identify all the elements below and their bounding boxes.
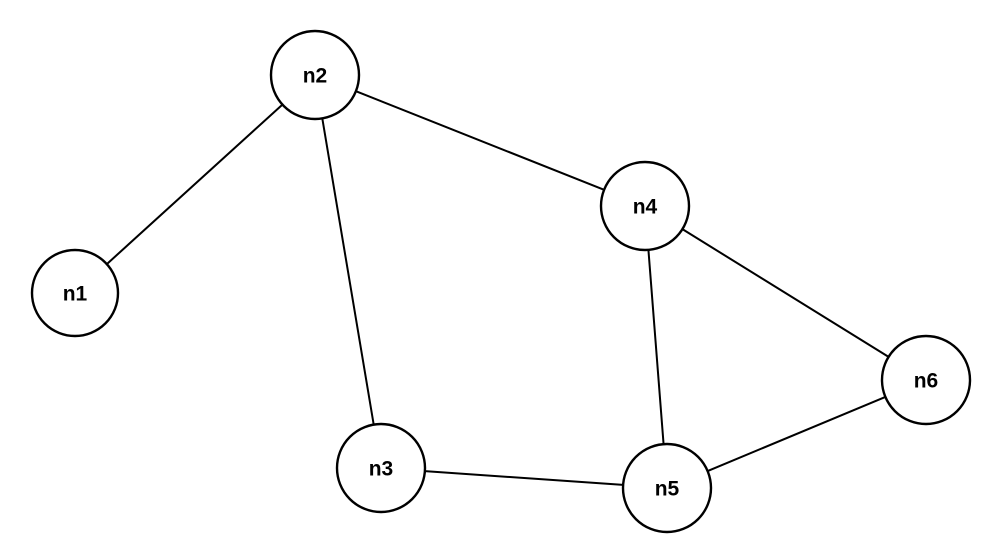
graph-edge-n4-n6[interactable] bbox=[681, 228, 890, 358]
graph-node-label-n4: n4 bbox=[633, 196, 658, 219]
graph-edge-n2-n3[interactable] bbox=[321, 117, 375, 426]
graph-node-label-n3: n3 bbox=[369, 458, 394, 481]
graph-node-circle-n6[interactable] bbox=[880, 334, 972, 426]
graph-edge-n5-n6[interactable] bbox=[706, 395, 887, 473]
graph-node-n2[interactable]: n2 bbox=[269, 29, 361, 121]
graph-node-label-n5: n5 bbox=[655, 478, 680, 501]
graph-edge-n4-n5[interactable] bbox=[647, 248, 665, 446]
graph-node-circle-n5[interactable] bbox=[621, 442, 713, 534]
graph-node-n5[interactable]: n5 bbox=[621, 442, 713, 534]
graph-node-circle-n4[interactable] bbox=[599, 160, 691, 252]
edge-layer bbox=[105, 90, 890, 486]
graph-edge-n2-n4[interactable] bbox=[354, 90, 606, 191]
node-layer: n1 n2 n3 n4 n5 n6 bbox=[30, 29, 972, 534]
graph-edge-n1-n2[interactable] bbox=[105, 103, 284, 266]
graph-node-circle-n1[interactable] bbox=[30, 248, 120, 338]
graph-node-circle-n2[interactable] bbox=[269, 29, 361, 121]
graph-node-circle-n3[interactable] bbox=[335, 422, 427, 514]
graph-node-n4[interactable]: n4 bbox=[599, 160, 691, 252]
graph-node-n1[interactable]: n1 bbox=[30, 248, 120, 338]
graph-node-label-n1: n1 bbox=[63, 283, 88, 306]
graph-node-n6[interactable]: n6 bbox=[880, 334, 972, 426]
graph-node-label-n6: n6 bbox=[914, 370, 939, 393]
graph-node-label-n2: n2 bbox=[303, 65, 328, 88]
graph-node-n3[interactable]: n3 bbox=[335, 422, 427, 514]
graph-edge-n3-n5[interactable] bbox=[423, 470, 625, 486]
